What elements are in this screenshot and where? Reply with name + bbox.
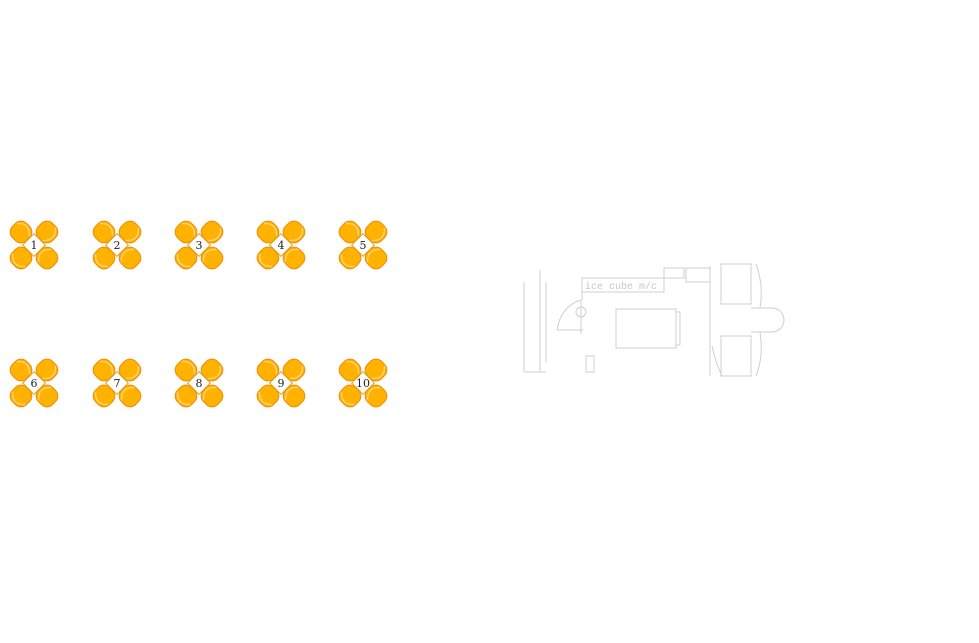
table-8[interactable]: 8: [172, 356, 226, 410]
table-number-label: 8: [196, 377, 203, 390]
tables-layer: 1 2 3 4 5 6 7 8 9 10: [7, 218, 390, 410]
chair-icon: [174, 358, 198, 382]
faint-floorplan: ice cube m/c: [523, 263, 785, 377]
table-2[interactable]: 2: [90, 218, 144, 272]
table-top: [186, 232, 212, 258]
table-number-label: 10: [356, 377, 370, 390]
table-top: [350, 370, 376, 396]
table-number-label: 7: [114, 377, 121, 390]
table-top: [268, 232, 294, 258]
chair-icon: [256, 220, 280, 244]
table-top: [104, 370, 130, 396]
plan-cabinet: [720, 335, 752, 377]
chair-icon: [9, 358, 33, 382]
table-9[interactable]: 9: [254, 356, 308, 410]
chair-icon: [9, 246, 33, 270]
plan-appliance: [615, 308, 677, 349]
table-6[interactable]: 6: [7, 356, 61, 410]
table-top: [350, 232, 376, 258]
plan-fixture: [585, 355, 595, 373]
chair-icon: [200, 246, 224, 270]
table-number-label: 1: [31, 239, 38, 252]
table-number-label: 5: [360, 239, 367, 252]
chair-icon: [256, 246, 280, 270]
table-10[interactable]: 10: [336, 356, 390, 410]
table-5[interactable]: 5: [336, 218, 390, 272]
chair-icon: [364, 220, 388, 244]
plan-shelf: [685, 267, 711, 283]
table-3[interactable]: 3: [172, 218, 226, 272]
chair-icon: [118, 220, 142, 244]
chair-icon: [364, 358, 388, 382]
table-top: [104, 232, 130, 258]
chair-icon: [92, 246, 116, 270]
table-7[interactable]: 7: [90, 356, 144, 410]
table-4[interactable]: 4: [254, 218, 308, 272]
chair-icon: [200, 220, 224, 244]
plan-cabinet: [720, 263, 752, 305]
chair-icon: [282, 384, 306, 408]
table-number-label: 4: [278, 239, 285, 252]
plan-curve: [755, 263, 762, 309]
plan-door-swing: [556, 299, 582, 331]
plan-curve: [711, 345, 723, 377]
table-number-label: 2: [114, 239, 121, 252]
plan-curve: [755, 331, 762, 377]
table-top: [268, 370, 294, 396]
plan-shelf: [663, 267, 685, 279]
table-top: [21, 370, 47, 396]
chair-icon: [174, 246, 198, 270]
table-1[interactable]: 1: [7, 218, 61, 272]
chair-icon: [256, 384, 280, 408]
chair-icon: [200, 384, 224, 408]
plan-label-box: [581, 277, 665, 293]
table-top: [21, 232, 47, 258]
plan-peninsula: [751, 307, 785, 333]
table-number-label: 6: [31, 377, 38, 390]
plan-label-ice-machine: ice cube m/c: [585, 281, 657, 293]
table-number-label: 3: [196, 239, 203, 252]
table-number-label: 9: [278, 377, 285, 390]
table-top: [186, 370, 212, 396]
